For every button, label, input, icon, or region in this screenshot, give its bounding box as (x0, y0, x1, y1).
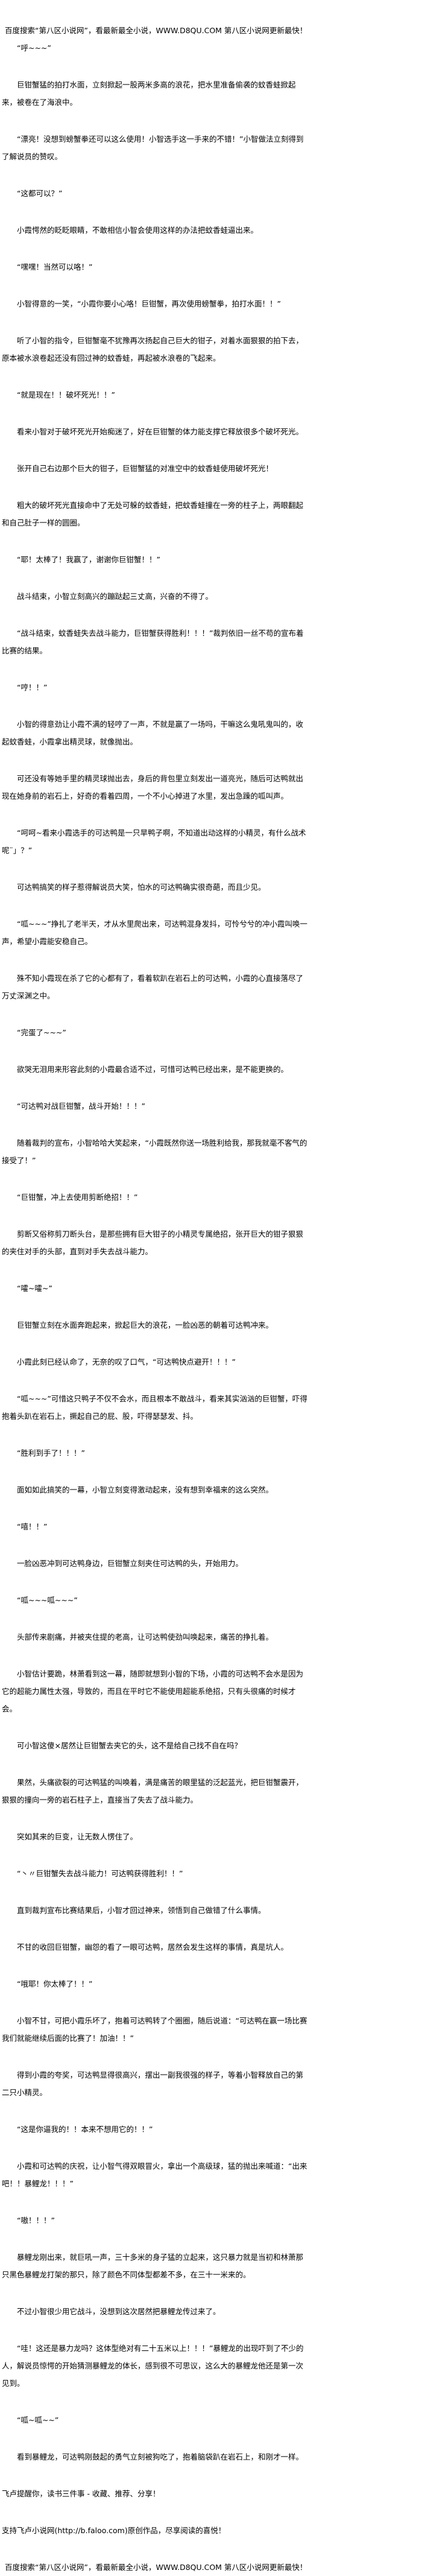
story-paragraph: 殊不知小霞现在杀了它的心都有了，看着软趴在岩石上的可达鸭，小霞的心直接落尽了万丈… (2, 974, 304, 1000)
story-paragraph: 粗大的破坏死光直接命中了无处可躲的蚊香蛙，把蚊香蛙撞在一旁的柱子上，两眼翻起和自… (2, 501, 304, 527)
story-paragraph: 小霞此刻已经认命了，无奈的叹了口气，“可达鸭快点避开！！！” (17, 1357, 236, 1366)
story-paragraph: 战斗结束，小智立刻高兴的蹦跶起三丈高，兴奋的不得了。 (17, 592, 213, 601)
story-paragraph: “这是你逼我的！！本来不想用它的！！” (17, 2125, 153, 2134)
story-paragraph: 小霞和可达鸭的庆祝，让小智气得双眼冒火，拿出一个高级球，猛的抛出来喊道：“出来吧… (2, 2162, 307, 2188)
footer-site-banner: 百度搜索“第八区小说网”，看最新最全小说，WWW.D8QU.COM 第八区小说网… (5, 2563, 307, 2572)
story-paragraph: 小智的得意劲让小霞不满的轻哼了一声，不就是赢了一场吗，干嘛这么鬼吼鬼叫的，收起蚊… (2, 720, 304, 746)
story-paragraph: “就是现在！！破坏死光！！” (17, 390, 115, 399)
story-paragraph: “战斗结束，蚊香蛙失去战斗能力，巨钳蟹获得胜利！！！”裁判依旧一丝不苟的宣布着比… (2, 629, 304, 655)
story-paragraph: 暴鲤龙刚出来，就巨吼一声，三十多米的身子猛的立起来，这只暴力就是当初和林萧那只黑… (2, 2253, 304, 2279)
story-paragraph: “完蛋了~~~” (17, 1028, 66, 1037)
header-site-banner: 百度搜索“第八区小说网”，看最新最全小说，WWW.D8QU.COM 第八区小说网… (5, 26, 307, 35)
story-paragraph: 头部传来剧痛，并被夹住提的老高，让可达鸭使劲叫唤起来，痛苦的挣扎着。 (17, 1632, 274, 1642)
chapter-body: “呼~~~” 巨钳蟹猛的拍打水面，立刻掀起一股两米多高的浪花，把水里准备偷袭的蚊香… (2, 39, 308, 2466)
story-paragraph: 不过小智很少用它战斗，没想到这次居然把暴鲤龙传过来了。 (17, 2307, 221, 2316)
story-paragraph: “呱~~~呱~~~” (17, 1596, 78, 1605)
story-paragraph: “嘻！！” (17, 1522, 48, 1531)
story-paragraph: 张开自己右边那个巨大的钳子，巨钳蟹猛的对准空中的蚊香蛙使用破坏死光！ (17, 464, 274, 473)
story-paragraph: “耶！太棒了！我赢了，谢谢你巨钳蟹！！” (17, 555, 160, 564)
story-paragraph: 随着裁判的宣布，小智哈哈大笑起来，“小霞既然你送一场胜利给我，那我就毫不客气的接… (2, 1138, 307, 1165)
story-paragraph: “胜利到手了！！！” (17, 1448, 85, 1458)
story-paragraph: 面如如此搞笑的一幕，小智立刻变得激动起来，没有想到幸福来的这么突然。 (17, 1485, 274, 1494)
story-paragraph: 果然，头痛欲裂的可达鸭猛的叫唤着，满是痛苦的眼里猛的泛起蓝光，把巨钳蟹震开，狠狠… (2, 1778, 304, 1804)
story-paragraph: “巨钳蟹，冲上去使用剪断绝招！！” (17, 1193, 138, 1202)
story-paragraph: 巨钳蟹猛的拍打水面，立刻掀起一股两米多高的浪花，把水里准备偷袭的蚊香蛙掀起来，被… (2, 80, 296, 107)
story-paragraph: “呱~~~”可惜这只鸭子不仅不会水，而且根本不敢战斗，看来其实汹汹的巨钳蟹，吓得… (2, 1394, 307, 1421)
story-paragraph: 小智不甘，可把小霞乐坏了，抱着可达鸭转了个圈圈，随后说道：“可达鸭在赢一场比赛我… (2, 2016, 307, 2043)
story-paragraph: 听了小智的指令，巨钳蟹毫不犹豫再次扬起自己巨大的钳子，对着水面狠狠的拍下去，原本… (2, 336, 304, 363)
story-paragraph: 得到小霞的夸奖，可达鸭显得很高兴，摆出一副我很强的样子，等着小智释放自己的第二只… (2, 2070, 304, 2097)
faloo-support-link[interactable]: 支持飞卢小说网(http://b.faloo.com)原创作品，尽享阅读的喜悦！ (2, 2526, 226, 2535)
faloo-reminder: 飞卢提醒你，读书三件事 - 收藏、推荐、分享！ (2, 2489, 160, 2498)
story-paragraph: 巨钳蟹立刻在水面奔跑起来，掀起巨大的浪花，一脸凶恶的朝着可达鸭冲来。 (17, 1321, 274, 1330)
story-paragraph: 突如其来的巨变，让无数人愣住了。 (17, 1832, 138, 1841)
story-paragraph: “这都可以？” (17, 189, 63, 198)
chapter-article: 百度搜索“第八区小说网”，看最新最全小说，WWW.D8QU.COM 第八区小说网… (2, 22, 308, 2576)
story-paragraph: “丶〃巨钳蟹失去战斗能力！可达鸭获得胜利！！” (17, 1869, 183, 1878)
story-paragraph: “嚯~嚯~” (17, 1284, 52, 1293)
story-paragraph: “嗷！！！” (17, 2216, 55, 2225)
story-paragraph: “呱~~~”挣扎了老半天，才从水里爬出来，可达鸭混身发抖，可怜兮兮的冲小霞叫唤一… (2, 919, 307, 946)
story-paragraph: “呵呵~看来小霞选手的可达鸭是一只旱鸭子啊，不知道出动这样的小精灵，有什么战术呢… (2, 828, 306, 855)
story-paragraph: 欲哭无泪用来形容此刻的小霞最合适不过，可惜可达鸭已经出来，是不能更换的。 (17, 1065, 289, 1074)
story-paragraph: 直到裁判宣布比赛结果后，小智才回过神来，领悟到自己做错了什么事情。 (17, 1906, 266, 1915)
story-paragraph: “漂亮！没想到螃蟹拳还可以这么使用！小智选手这一手来的不错！”小智做法立刻得到了… (2, 135, 304, 161)
story-paragraph: 小霞愕然的眨眨眼睛，不敢相信小智会使用这样的办法把蚊香蛙逼出来。 (17, 226, 259, 235)
story-paragraph: 可小智这傻×居然让巨钳蟹去夹它的头，这不是给自己找不自在吗？ (17, 1741, 242, 1750)
story-paragraph: “哼！！” (17, 683, 48, 692)
story-paragraph: 不甘的收回巨钳蟹，幽怨的看了一眼可达鸭，居然会发生这样的事情，真是坑人。 (17, 1943, 289, 1952)
story-paragraph: 可还没有等她手里的精灵球抛出去，身后的背包里立刻发出一道亮光，随后可达鸭就出现在… (2, 774, 304, 801)
story-paragraph: 看来小智对于破坏死光开始痴迷了，好在巨钳蟹的体力能支撑它释放很多个破坏死光。 (17, 427, 304, 436)
story-paragraph: “哇！这还是暴力龙吗？这体型绝对有二十五米以上！！！”暴鲤龙的出现吓到了不少的人… (2, 2344, 304, 2388)
story-paragraph: “哦耶！你太棒了！！” (17, 1979, 93, 1988)
story-paragraph: “呱~呱~~” (17, 2416, 59, 2425)
story-paragraph: 看到暴鲤龙，可达鸭刚鼓起的勇气立刻被狗吃了，抱着脑袋趴在岩石上，和刚才一样。 (17, 2452, 304, 2461)
story-paragraph: “可达鸭对战巨钳蟹，战斗开始！！！” (17, 1102, 145, 1111)
story-paragraph: “嘿嘿！当然可以咯！” (17, 262, 93, 271)
story-paragraph: 剪断又俗称剪刀断头台，是那些拥有巨大钳子的小精灵专属绝招，张开巨大的钳子狠狠的夹… (2, 1229, 304, 1256)
story-paragraph: 小智估计要跪，林萧看到这一幕，随即就想到小智的下场，小霞的可达鸭不会水是因为它的… (2, 1669, 304, 1713)
story-paragraph: 小智得意的一笑，“小霞你要小心咯！巨钳蟹，再次使用螃蟹拳，拍打水面！！” (17, 299, 281, 308)
story-paragraph: 可达鸭搞笑的样子惹得解说员大笑，怕水的可达鸭确实很奇葩，而且少见。 (17, 883, 266, 892)
story-paragraph: 一脸凶恶冲到可达鸭身边，巨钳蟹立刻夹住可达鸭的头，开始用力。 (17, 1559, 244, 1568)
story-paragraph: “呼~~~” (17, 43, 51, 52)
